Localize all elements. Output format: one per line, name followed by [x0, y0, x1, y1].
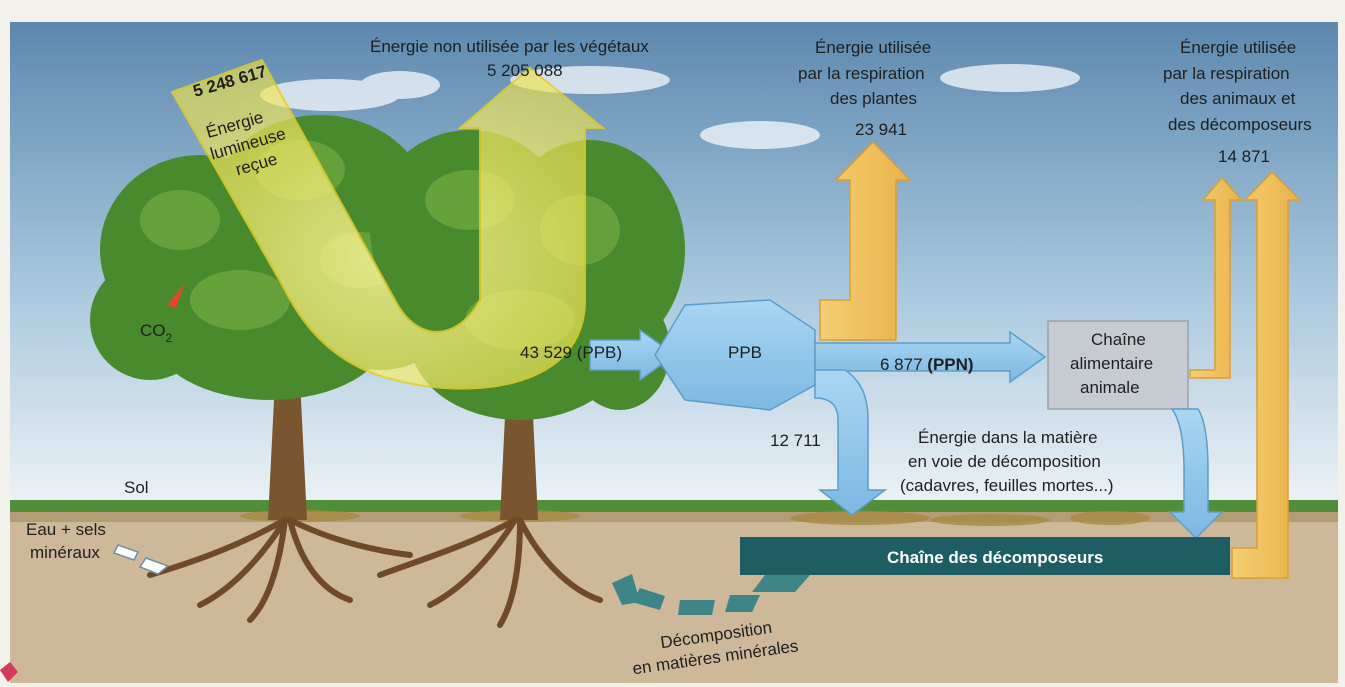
ppn-value: 6 877 (PPN) — [880, 355, 974, 374]
svg-text:Eau + sels: Eau + sels — [26, 520, 106, 539]
corner-marker — [0, 662, 18, 682]
water-absorption-arrows — [112, 544, 170, 575]
svg-text:minéraux: minéraux — [30, 543, 100, 562]
roots-right — [377, 517, 603, 628]
decomp-matter-value: 12 711 — [770, 431, 821, 450]
svg-text:des plantes: des plantes — [830, 89, 917, 108]
food-chain-to-decomposers-arrow — [1168, 408, 1224, 540]
food-chain-label: Chaîne alimentaire animale — [1070, 330, 1153, 397]
food-chain-box — [1047, 320, 1189, 410]
animal-respiration-arrow-small — [1189, 176, 1244, 379]
roots-left — [147, 517, 413, 623]
svg-text:(cadavres, feuilles mortes...): (cadavres, feuilles mortes...) — [900, 476, 1114, 495]
svg-text:des décomposeurs: des décomposeurs — [1168, 115, 1312, 134]
svg-text:par la respiration: par la respiration — [798, 64, 925, 83]
ppb-input-arrow — [589, 328, 677, 382]
ppb-box — [654, 299, 816, 411]
plant-respiration-arrow — [819, 140, 912, 341]
decomposers-bar — [740, 537, 1230, 575]
svg-text:Énergie utilisée: Énergie utilisée — [815, 38, 931, 57]
ppb-box-label: PPB — [728, 343, 762, 362]
animal-respiration-arrow-large — [1231, 170, 1302, 579]
co2-leaf-marker — [167, 283, 185, 308]
svg-text:Chaîne: Chaîne — [1091, 330, 1146, 349]
decomposers-label: Chaîne des décomposeurs — [887, 548, 1103, 567]
unused-energy-value: 5 205 088 — [487, 61, 563, 80]
plant-respiration-title: Énergie utilisée par la respiration des … — [798, 38, 931, 108]
co2-label: CO2 — [140, 321, 173, 345]
svg-text:Énergie dans la matière: Énergie dans la matière — [918, 428, 1098, 447]
unused-energy-title: Énergie non utilisée par les végétaux — [370, 37, 649, 56]
clouds — [260, 64, 1080, 149]
decomp-matter-label: Énergie dans la matière en voie de décom… — [900, 428, 1114, 495]
ppb-flow-value: 43 529 (PPB) — [520, 343, 622, 362]
water-salts-label: Eau + sels minéraux — [26, 520, 106, 562]
plant-respiration-value: 23 941 — [855, 120, 907, 139]
svg-text:des animaux et: des animaux et — [1180, 89, 1296, 108]
animal-respiration-value: 14 871 — [1218, 147, 1270, 166]
svg-text:par la respiration: par la respiration — [1163, 64, 1290, 83]
svg-text:alimentaire: alimentaire — [1070, 354, 1153, 373]
mineral-decomposition-arrow — [612, 574, 810, 615]
svg-text:en voie de décomposition: en voie de décomposition — [908, 452, 1101, 471]
decomp-matter-arrow — [814, 369, 888, 516]
grass-line — [10, 500, 1338, 512]
light-energy-flow — [170, 58, 606, 390]
svg-text:Énergie utilisée: Énergie utilisée — [1180, 38, 1296, 57]
svg-text:animale: animale — [1080, 378, 1140, 397]
soil-label: Sol — [124, 478, 149, 497]
animal-respiration-title: Énergie utilisée par la respiration des … — [1163, 38, 1312, 134]
